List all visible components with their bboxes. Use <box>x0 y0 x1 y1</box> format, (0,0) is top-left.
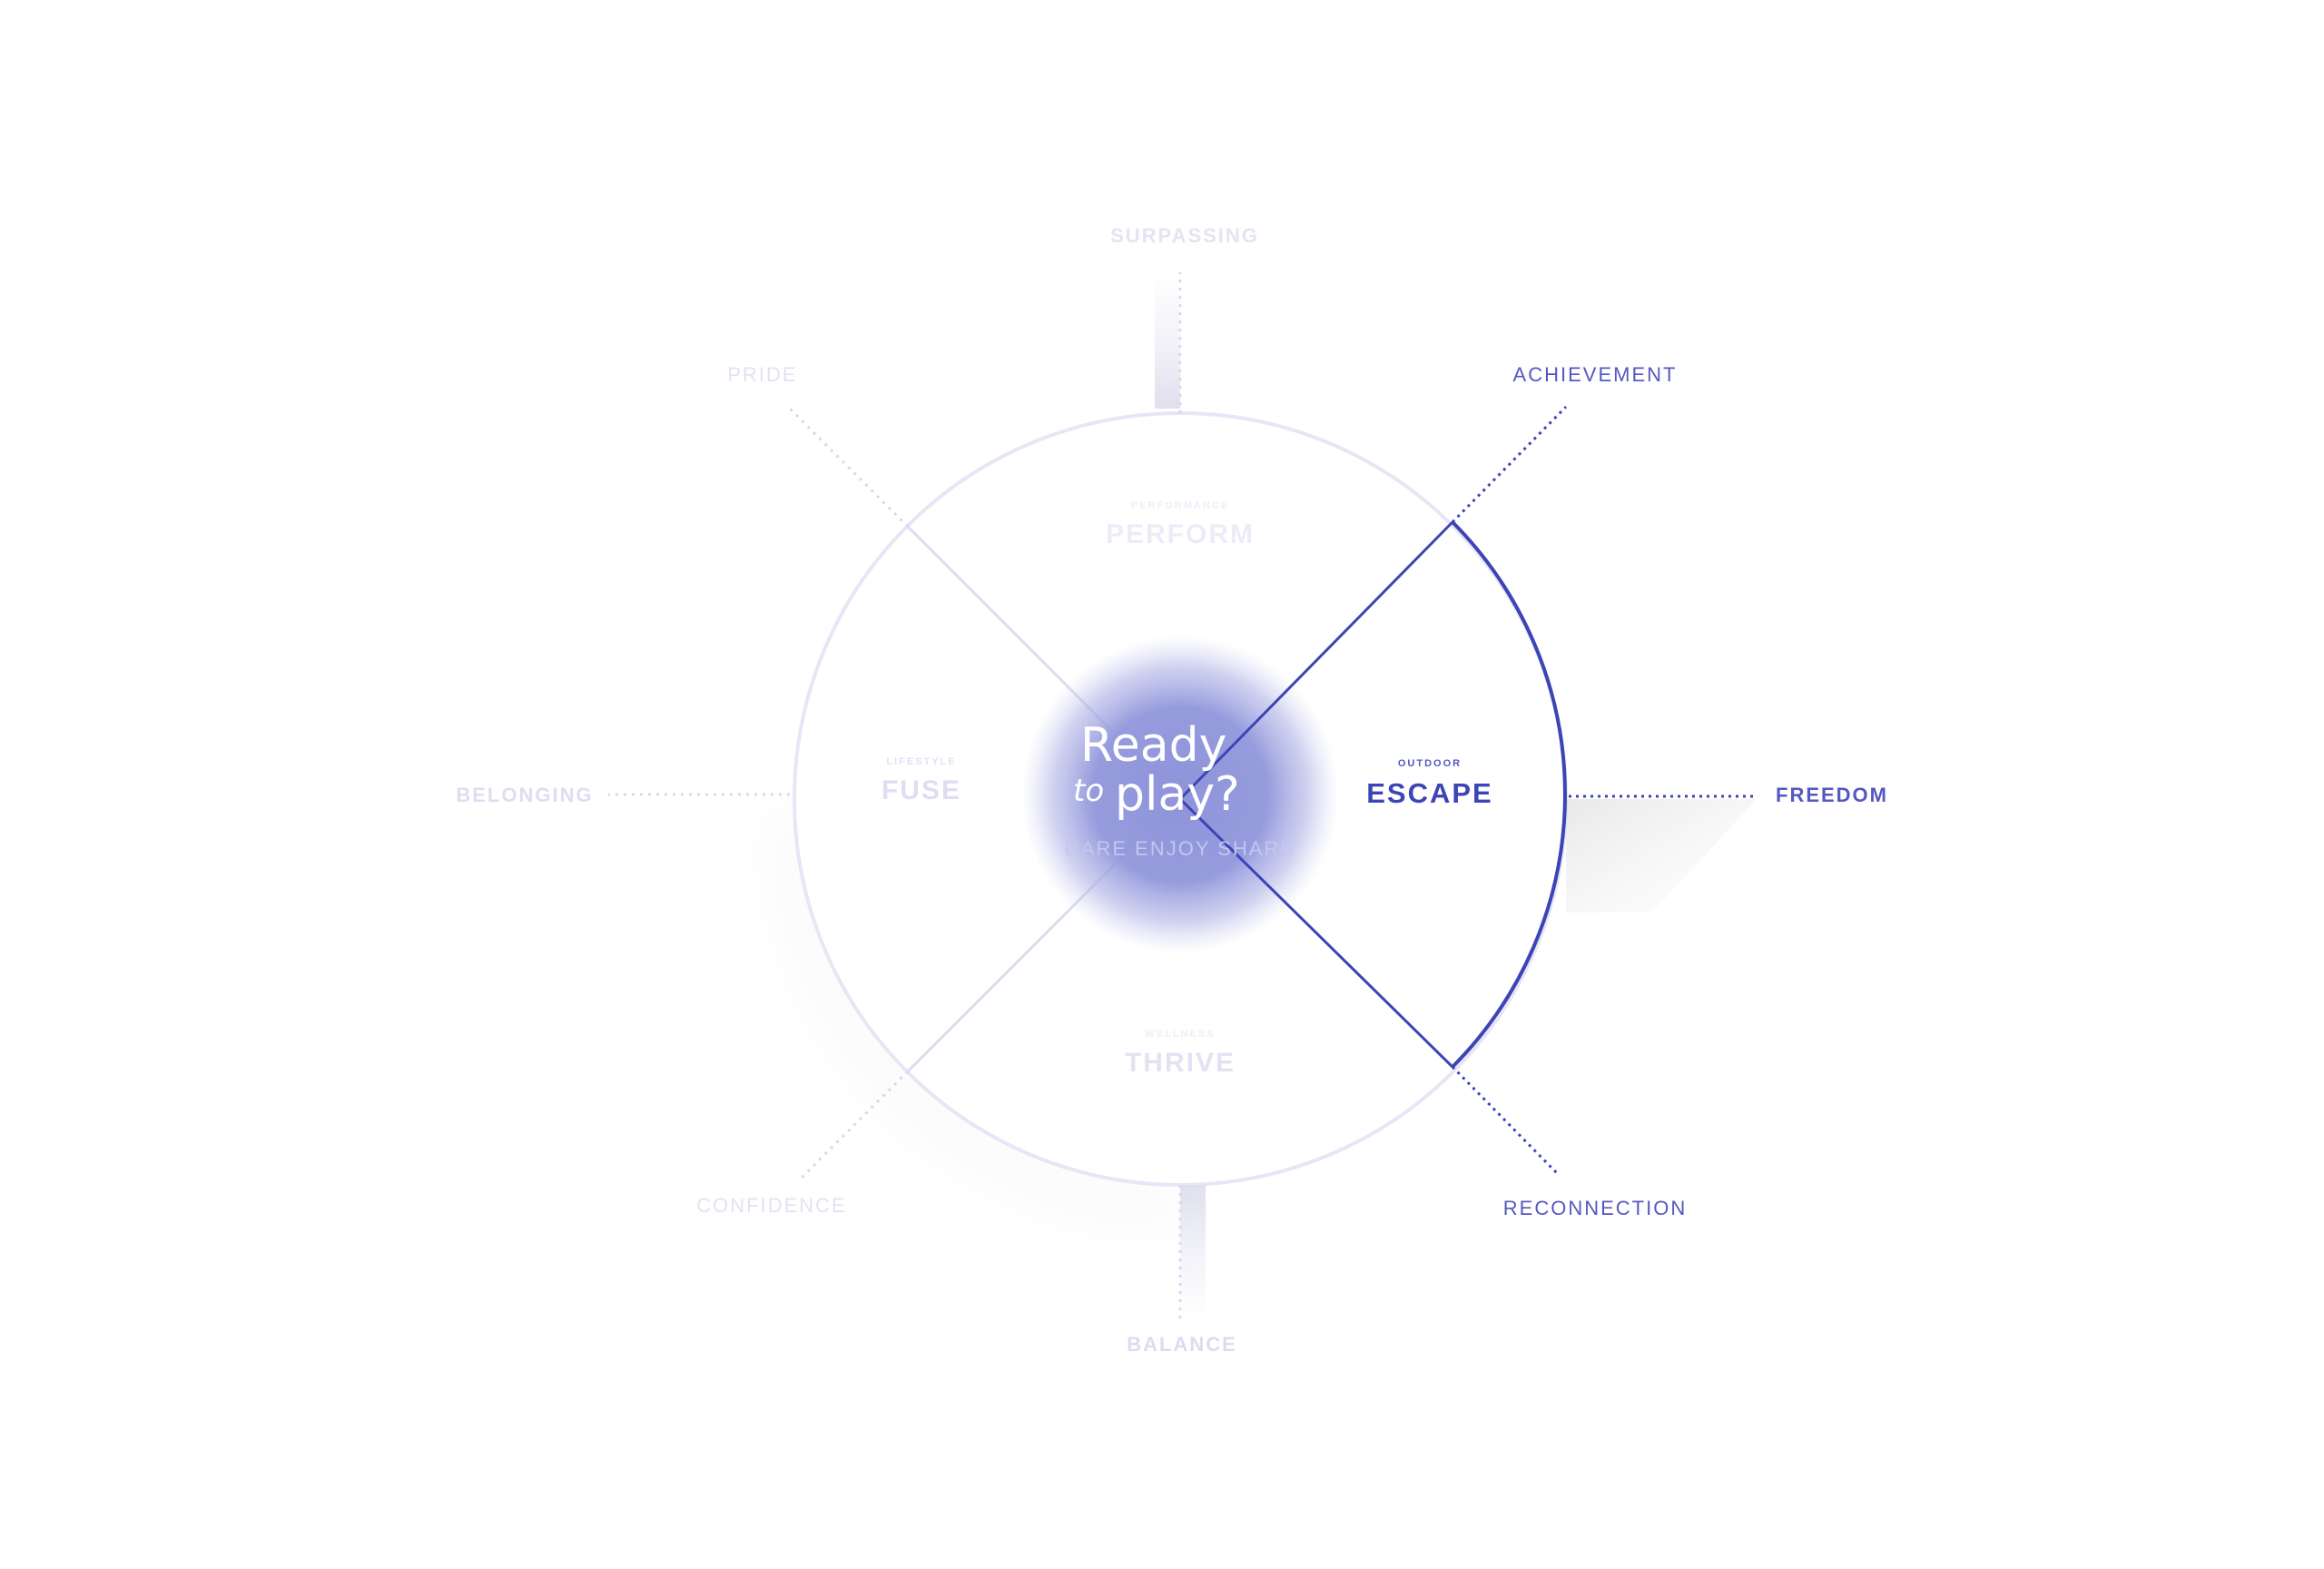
value-confidence: CONFIDENCE <box>696 1194 846 1217</box>
ray-reconnection <box>1451 1065 1559 1175</box>
divider-reconnection-inner <box>1178 797 1454 1069</box>
sector-thrive-category: WELLNESS <box>1145 1029 1215 1040</box>
value-freedom: FREEDOM <box>1776 784 1888 806</box>
ray-pride <box>788 407 910 528</box>
sector-perform-name: PERFORM <box>1106 519 1255 549</box>
escape-arc <box>1451 520 1567 1069</box>
sector-fuse-category: LIFESTYLE <box>886 756 956 767</box>
value-surpassing: SURPASSING <box>1110 224 1259 247</box>
sector-thrive-name: THRIVE <box>1125 1048 1236 1078</box>
divider-achievement-inner <box>1178 520 1454 801</box>
sector-escape-category: OUTDOOR <box>1398 758 1462 769</box>
ray-confidence <box>797 1070 910 1182</box>
value-reconnection: RECONNECTION <box>1503 1197 1687 1219</box>
sector-fuse-name: FUSE <box>881 775 961 805</box>
value-balance: BALANCE <box>1127 1333 1237 1356</box>
value-belonging: BELONGING <box>456 784 593 806</box>
value-pride: PRIDE <box>727 363 797 386</box>
center-play-text: play? <box>1115 767 1240 822</box>
sector-perform-category: PERFORMANCE <box>1131 500 1229 511</box>
center-ready-text: Ready <box>1080 718 1226 773</box>
balance-hatch <box>1180 1185 1206 1321</box>
ray-achievement <box>1451 405 1568 524</box>
center-tagline: DARE ENJOY SHARE <box>1065 837 1295 860</box>
surpassing-hatch <box>1155 272 1180 409</box>
freedom-hatch <box>1566 799 1757 913</box>
center-glow <box>1021 636 1339 953</box>
center-to-text: to <box>1073 773 1104 809</box>
value-achievement: ACHIEVEMENT <box>1513 363 1678 386</box>
sector-escape-name: ESCAPE <box>1366 777 1492 809</box>
